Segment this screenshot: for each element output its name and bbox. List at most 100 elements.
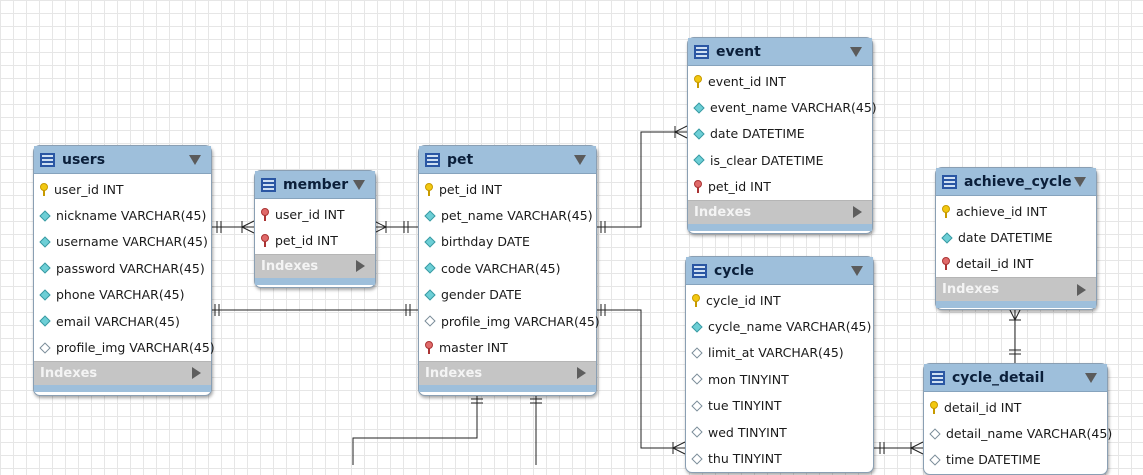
column-row[interactable]: email VARCHAR(45) — [34, 308, 211, 334]
table-icon — [261, 177, 276, 192]
column-row[interactable]: user_id INT — [255, 201, 375, 227]
column-diamond-icon — [693, 101, 705, 114]
nullable-column-icon — [929, 454, 941, 466]
collapse-chevron-icon[interactable] — [850, 46, 862, 57]
indexes-label: Indexes — [942, 282, 1000, 298]
table-footer — [688, 223, 872, 231]
indexes-section[interactable]: Indexes — [34, 360, 211, 385]
column-row[interactable]: pet_id INT — [688, 174, 872, 200]
column-diamond-icon — [39, 209, 51, 222]
column-row[interactable]: gender DATE — [419, 282, 596, 308]
column-label: nickname VARCHAR(45) — [56, 208, 207, 224]
column-row[interactable]: cycle_name VARCHAR(45) — [686, 313, 873, 339]
column-row[interactable]: achieve_id INT — [936, 198, 1096, 224]
table-footer — [34, 384, 211, 392]
indexes-section[interactable]: Indexes — [936, 277, 1096, 302]
expand-arrow-icon[interactable] — [853, 206, 862, 219]
column-row[interactable]: pet_id INT — [255, 227, 375, 253]
table-achieve-cycle-columns: achieve_id INT date DATETIME detail_id I… — [936, 196, 1096, 277]
column-row[interactable]: birthday DATE — [419, 229, 596, 255]
nullable-column-icon — [691, 400, 703, 412]
table-cycle-header[interactable]: cycle — [686, 257, 873, 285]
column-label: detail_id INT — [956, 256, 1034, 272]
column-row[interactable]: pet_name VARCHAR(45) — [419, 202, 596, 228]
expand-arrow-icon[interactable] — [1077, 283, 1086, 296]
table-icon — [930, 370, 945, 385]
column-row[interactable]: date DATETIME — [936, 224, 1096, 250]
table-cycle-detail-header[interactable]: cycle_detail — [924, 364, 1107, 392]
column-label: pet_name VARCHAR(45) — [441, 208, 593, 224]
column-row[interactable]: time DATETIME — [924, 447, 1107, 473]
column-row[interactable]: mon TINYINT — [686, 366, 873, 392]
column-row[interactable]: event_id INT — [688, 68, 872, 94]
column-row[interactable]: date DATETIME — [688, 121, 872, 147]
column-row[interactable]: thu TINYINT — [686, 445, 873, 471]
collapse-chevron-icon[interactable] — [189, 154, 201, 165]
table-member-header[interactable]: member — [255, 171, 375, 199]
column-row[interactable]: profile_img VARCHAR(45) — [419, 308, 600, 334]
collapse-chevron-icon[interactable] — [1085, 372, 1097, 383]
column-label: limit_at VARCHAR(45) — [708, 345, 844, 361]
expand-arrow-icon[interactable] — [356, 260, 365, 273]
expand-arrow-icon[interactable] — [577, 367, 586, 380]
column-row[interactable]: detail_id INT — [936, 251, 1096, 277]
column-row[interactable]: event_name VARCHAR(45) — [688, 94, 877, 120]
column-row[interactable]: wed TINYINT — [686, 419, 873, 445]
table-users-header[interactable]: users — [34, 146, 211, 174]
nullable-column-icon — [929, 427, 941, 440]
indexes-label: Indexes — [694, 204, 752, 220]
end-mark-achieve-cycle-many — [1008, 307, 1022, 321]
relationship-lines — [211, 125, 1022, 465]
table-event-header[interactable]: event — [688, 38, 872, 66]
column-row[interactable]: detail_id INT — [924, 394, 1107, 420]
end-mark-member-many — [241, 220, 255, 234]
column-label: username VARCHAR(45) — [56, 234, 208, 250]
column-row[interactable]: master INT — [419, 334, 596, 360]
column-label: thu TINYINT — [708, 451, 782, 467]
table-pet[interactable]: pet pet_id INT pet_name VARCHAR(45) birt… — [418, 145, 600, 396]
table-achieve-cycle-header[interactable]: achieve_cycle — [936, 168, 1096, 196]
table-event[interactable]: event event_id INT event_name VARCHAR(45… — [687, 37, 877, 234]
table-cycle[interactable]: cycle cycle_id INT cycle_name VARCHAR(45… — [685, 256, 874, 473]
column-row[interactable]: pet_id INT — [419, 176, 596, 202]
table-users[interactable]: users user_id INT nickname VARCHAR(45) u… — [33, 145, 215, 396]
collapse-chevron-icon[interactable] — [574, 154, 586, 165]
indexes-label: Indexes — [261, 258, 319, 274]
end-mark-pet-one-d — [600, 304, 606, 316]
column-row[interactable]: username VARCHAR(45) — [34, 229, 211, 255]
column-row[interactable]: is_clear DATETIME — [688, 147, 872, 173]
column-row[interactable]: code VARCHAR(45) — [419, 255, 596, 281]
indexes-section[interactable]: Indexes — [419, 360, 596, 385]
expand-arrow-icon[interactable] — [192, 367, 201, 380]
table-achieve-cycle[interactable]: achieve_cycle achieve_id INT date DATETI… — [935, 167, 1097, 310]
collapse-chevron-icon[interactable] — [353, 179, 365, 190]
column-row[interactable]: cycle_id INT — [686, 287, 873, 313]
column-row[interactable]: phone VARCHAR(45) — [34, 282, 211, 308]
table-users-title: users — [62, 151, 106, 168]
table-pet-header[interactable]: pet — [419, 146, 596, 174]
table-achieve-cycle-title: achieve_cycle — [964, 173, 1072, 190]
end-mark-cycle-detail-many — [910, 441, 924, 455]
column-row[interactable]: nickname VARCHAR(45) — [34, 202, 211, 228]
column-label: pet_id INT — [439, 181, 502, 197]
collapse-chevron-icon[interactable] — [851, 265, 863, 276]
indexes-section[interactable]: Indexes — [688, 199, 872, 224]
column-label: achieve_id INT — [956, 203, 1048, 219]
column-row[interactable]: user_id INT — [34, 176, 211, 202]
table-icon — [694, 44, 709, 59]
indexes-section[interactable]: Indexes — [255, 253, 375, 278]
column-row[interactable]: limit_at VARCHAR(45) — [686, 340, 873, 366]
table-cycle-columns: cycle_id INT cycle_name VARCHAR(45) limi… — [686, 285, 873, 472]
table-cycle-detail[interactable]: cycle_detail detail_id INT detail_name V… — [923, 363, 1112, 475]
foreign-key-icon — [261, 234, 269, 248]
column-row[interactable]: tue TINYINT — [686, 393, 873, 419]
table-member[interactable]: member user_id INT pet_id INT Indexes — [254, 170, 376, 288]
column-row[interactable]: detail_name VARCHAR(45) — [924, 420, 1112, 446]
end-mark-pet-one — [403, 221, 409, 233]
collapse-chevron-icon[interactable] — [1074, 176, 1086, 187]
table-icon — [692, 263, 707, 278]
column-row[interactable]: password VARCHAR(45) — [34, 255, 211, 281]
column-row[interactable]: profile_img VARCHAR(45) — [34, 334, 215, 360]
column-label: detail_id INT — [944, 399, 1022, 415]
